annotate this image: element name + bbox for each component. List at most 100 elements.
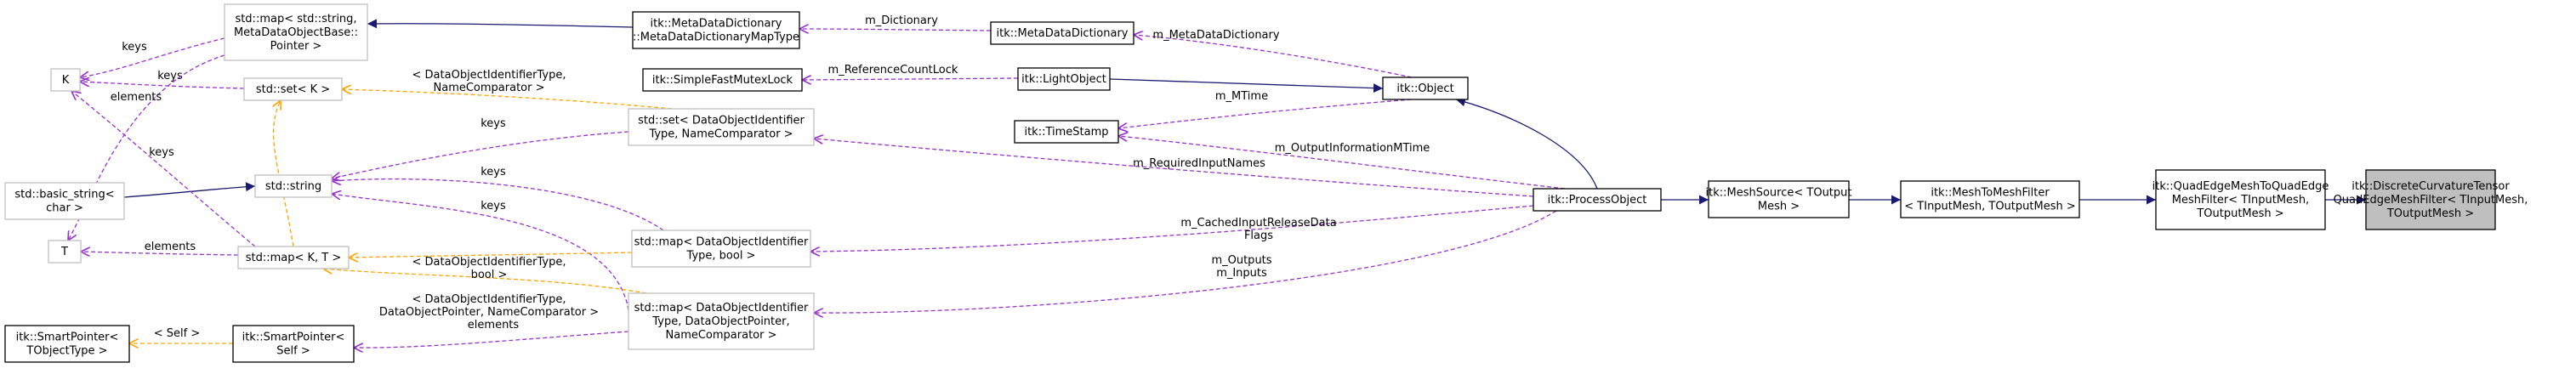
edge-map-k-t-to-set-k bbox=[274, 100, 294, 247]
node-smart-pointer-self[interactable]: itk::SmartPointer<Self > bbox=[232, 325, 355, 363]
node-smart-pointer-objecttype[interactable]: itk::SmartPointer<TObjectType > bbox=[4, 325, 130, 363]
node-label: MeshFilter< TInputMesh, bbox=[2172, 194, 2309, 207]
nodes: itk::DiscreteCurvatureTensorQuadEdgeMesh… bbox=[4, 3, 2528, 363]
node-time-stamp[interactable]: itk::TimeStamp bbox=[1014, 120, 1119, 144]
node-box bbox=[50, 68, 81, 92]
node-map-string-metadata[interactable]: std::map< std::string,MetaDataObjectBase… bbox=[224, 3, 368, 61]
edge-light-object-to-mutex-lock: m_ReferenceCountLock bbox=[802, 64, 1019, 80]
node-box bbox=[632, 11, 800, 49]
node-process-object[interactable]: itk::ProcessObject bbox=[1533, 188, 1662, 212]
node-t[interactable]: T bbox=[48, 240, 82, 264]
edge-line bbox=[1118, 99, 1413, 128]
node-box bbox=[642, 68, 803, 92]
node-std-string[interactable]: std::string bbox=[254, 174, 333, 198]
node-box bbox=[232, 325, 355, 363]
node-label: Self > bbox=[276, 345, 310, 358]
node-metadata-dictionary[interactable]: itk::MetaDataDictionary bbox=[990, 21, 1134, 45]
edge-set-data-object-id-to-std-string: keys bbox=[332, 117, 629, 178]
node-map-id-bool[interactable]: std::map< DataObjectIdentifierType, bool… bbox=[631, 230, 811, 268]
node-box bbox=[628, 108, 815, 146]
node-label: QuadEdgeMeshFilter< TInputMesh, bbox=[2334, 194, 2528, 207]
node-label: Mesh > bbox=[1758, 201, 1800, 213]
node-label: std::set< DataObjectIdentifier bbox=[638, 115, 805, 128]
node-label: std::map< K, T > bbox=[246, 252, 342, 264]
node-mutex-lock[interactable]: itk::SimpleFastMutexLock bbox=[642, 68, 803, 92]
node-box bbox=[1708, 180, 1850, 218]
node-map-k-t[interactable]: std::map< K, T > bbox=[237, 246, 350, 269]
edge-line bbox=[332, 131, 629, 178]
node-box bbox=[4, 325, 130, 363]
node-box bbox=[48, 240, 82, 264]
edge-label: Flags bbox=[1244, 230, 1273, 242]
node-label: MetaDataObjectBase:: bbox=[234, 26, 358, 39]
node-box bbox=[631, 230, 811, 268]
node-object[interactable]: itk::Object bbox=[1382, 76, 1469, 100]
edge-map-id-pointer-to-std-string: keys bbox=[332, 194, 629, 311]
edge-label: m_MetaDataDictionary bbox=[1152, 29, 1279, 42]
node-box bbox=[1017, 67, 1111, 91]
edge-map-id-bool-to-map-k-t: < DataObjectIdentifierType,bool > bbox=[349, 252, 633, 281]
node-box bbox=[1900, 180, 2080, 218]
node-box bbox=[2365, 169, 2496, 230]
node-box bbox=[237, 246, 350, 269]
node-k[interactable]: K bbox=[50, 68, 81, 92]
edge-label: elements bbox=[111, 91, 162, 104]
edge-basic-string-to-std-string bbox=[123, 182, 256, 198]
node-label: itk::MetaDataDictionary bbox=[997, 27, 1129, 40]
node-label: std::string bbox=[265, 180, 321, 193]
node-mesh-source[interactable]: itk::MeshSource< TOutputMesh > bbox=[1706, 180, 1852, 218]
node-label: std::map< DataObjectIdentifier bbox=[634, 302, 809, 314]
edge-label: < DataObjectIdentifierType, bbox=[412, 256, 566, 269]
edge-light-object-to-object bbox=[1109, 78, 1384, 94]
node-focus[interactable]: itk::DiscreteCurvatureTensorQuadEdgeMesh… bbox=[2334, 169, 2528, 230]
edge-line bbox=[814, 210, 1557, 313]
edge-set-k-to-k: keys bbox=[80, 70, 245, 89]
edge-map-string-metadata-to-t: elements bbox=[68, 54, 225, 241]
edge-line bbox=[802, 78, 1019, 80]
node-label: itk::DiscreteCurvatureTensor bbox=[2351, 180, 2510, 193]
node-map-id-pointer[interactable]: std::map< DataObjectIdentifierType, Data… bbox=[628, 292, 815, 350]
edge-line bbox=[810, 205, 1534, 252]
node-label: ::MetaDataDictionaryMapType bbox=[633, 31, 799, 44]
edge-map-id-pointer-to-smart-pointer-self: elements bbox=[354, 319, 629, 348]
edge-map-id-pointer-to-map-k-t: < DataObjectIdentifierType,DataObjectPoi… bbox=[323, 269, 647, 319]
node-set-data-object-id[interactable]: std::set< DataObjectIdentifierType, Name… bbox=[628, 108, 815, 146]
node-metadata-map-type[interactable]: itk::MetaDataDictionary::MetaDataDiction… bbox=[632, 11, 800, 49]
node-label: TOutputMesh > bbox=[2196, 207, 2283, 220]
node-label: Type, bool > bbox=[686, 250, 756, 263]
node-label: itk::TimeStamp bbox=[1024, 126, 1108, 139]
edge-map-k-t-to-k: keys bbox=[71, 91, 256, 247]
edge-line bbox=[1134, 35, 1413, 78]
edge-label: NameComparator > bbox=[434, 82, 545, 94]
node-box bbox=[1014, 120, 1119, 144]
node-box bbox=[628, 292, 815, 350]
node-label: TOutputMesh > bbox=[2386, 207, 2474, 220]
edge-process-object-to-time-stamp: m_OutputInformationMTime bbox=[1118, 136, 1566, 190]
edge-line bbox=[349, 252, 633, 258]
edge-line bbox=[323, 269, 647, 294]
edge-label: < DataObjectIdentifierType, bbox=[412, 293, 566, 306]
node-label: itk::ProcessObject bbox=[1548, 194, 1647, 207]
edge-label: keys bbox=[481, 117, 506, 130]
edge-line bbox=[332, 179, 664, 231]
node-set-k[interactable]: std::set< K > bbox=[243, 77, 343, 101]
node-label: Pointer > bbox=[270, 40, 322, 53]
edge-label: elements bbox=[468, 319, 520, 332]
edge-label: m_Inputs bbox=[1216, 267, 1267, 280]
edge-label: m_Dictionary bbox=[865, 14, 938, 27]
node-basic-string[interactable]: std::basic_string<char > bbox=[4, 182, 125, 220]
edge-process-object-to-set-data-object-id: m_RequiredInputNames bbox=[814, 139, 1534, 197]
edge-line bbox=[332, 194, 629, 311]
node-box bbox=[1533, 188, 1662, 212]
node-label: itk::SimpleFastMutexLock bbox=[652, 74, 793, 87]
node-mesh-to-mesh[interactable]: itk::MeshToMeshFilter< TInputMesh, TOutp… bbox=[1900, 180, 2080, 218]
edge-metadata-dictionary-to-metadata-map-type: m_Dictionary bbox=[799, 14, 992, 31]
node-label: TObjectType > bbox=[26, 345, 107, 358]
node-label: std::map< std::string, bbox=[235, 13, 356, 26]
node-light-object[interactable]: itk::LightObject bbox=[1017, 67, 1111, 91]
edge-line bbox=[274, 100, 294, 247]
node-label: < TInputMesh, TOutputMesh > bbox=[1904, 201, 2075, 213]
